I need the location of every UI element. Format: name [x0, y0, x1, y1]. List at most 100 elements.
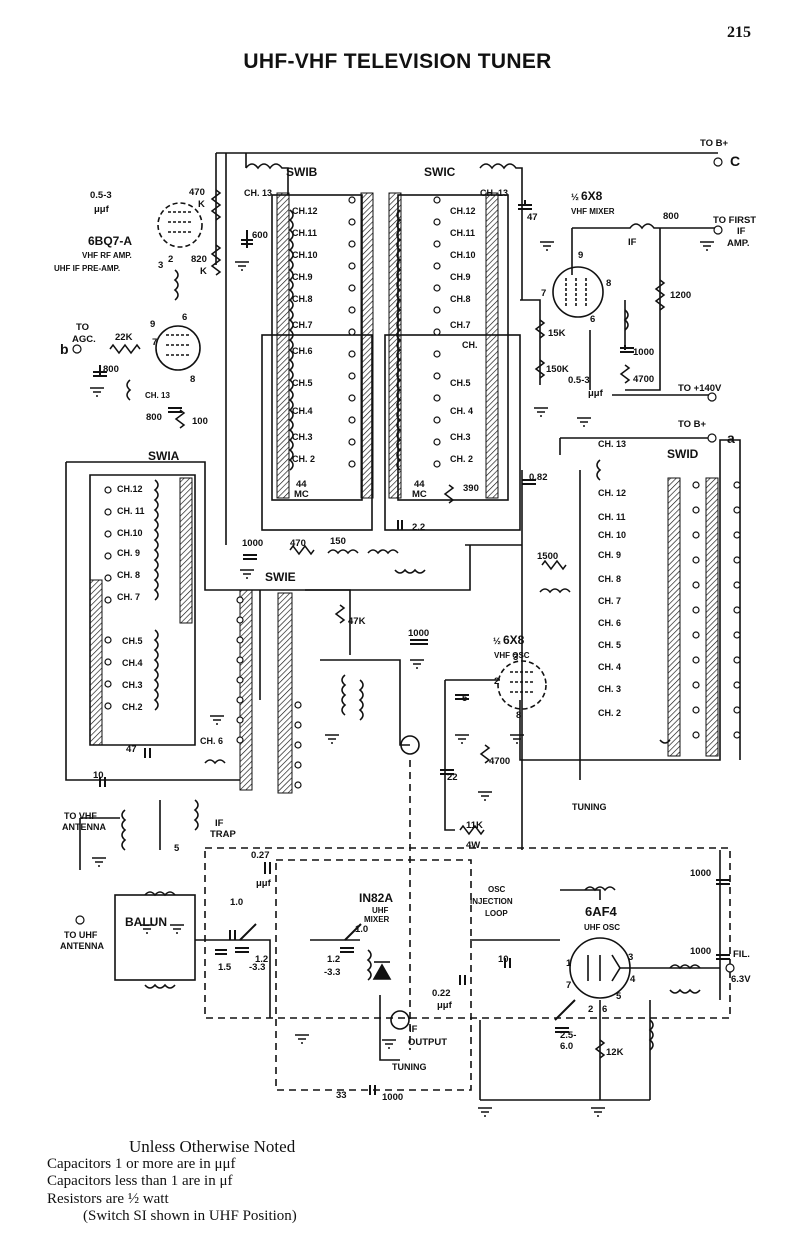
sw1c-channel-label: CH.7: [450, 320, 471, 330]
terminal-a-label: a: [727, 430, 735, 446]
pin-label: 4: [630, 974, 636, 985]
sw1a-channel-label: CH.4: [122, 658, 143, 668]
to-140v-label: TO +140V: [678, 383, 722, 394]
r390-label: 390: [463, 483, 479, 494]
notes-header: Unless Otherwise Noted: [129, 1137, 296, 1156]
pin-label: 6: [182, 312, 187, 323]
c12-label: 1.2: [255, 954, 268, 965]
sw1b-channel-label: CH.12: [292, 206, 318, 216]
sw1c-channel-label: CH.8: [450, 294, 471, 304]
to-first-if-label2: IF: [737, 226, 746, 237]
schematic-labels: TO B+ C SWIB SWIC CH. 13 CH. 13 0.5-3 μμ…: [54, 138, 756, 1103]
channel-labels: CH.12 CH.11 CH.10 CH.9 CH.8 CH.7 CH.6 CH…: [117, 206, 626, 718]
notes-line: Resistors are ½ watt: [47, 1190, 169, 1207]
sw1d-channel-label: CH. 9: [598, 550, 621, 560]
to-vhf-label1: TO VHF: [64, 811, 97, 821]
c022-label: 0.22: [432, 988, 451, 999]
c33b-label: 33: [336, 1090, 347, 1101]
sw1a-channel-label: CH.2: [122, 702, 143, 712]
sw1a-label: SWIA: [148, 449, 180, 463]
sw1c-channel-label: CH. 2: [450, 454, 473, 464]
uuf-osc-label: μμf: [588, 388, 604, 399]
c10-label: 10: [93, 770, 104, 781]
sw1c-channel-label: CH. 4: [450, 406, 473, 416]
pin-label: 5: [174, 843, 180, 854]
r15k-label: 15K: [548, 328, 566, 339]
sw1b-channel-label: CH.3: [292, 432, 313, 442]
c600-label: 600: [252, 230, 268, 241]
pin-label: 7: [152, 337, 157, 348]
sw1e-label: SWIE: [265, 570, 296, 584]
sw1a-channel-label: CH. 11: [117, 506, 145, 516]
k-label: K: [198, 199, 205, 210]
c10u-label: 1.0: [230, 897, 243, 908]
c5-label: 5: [462, 693, 468, 704]
to-b-plus-c-label: TO B+: [700, 138, 729, 149]
sw1d-channel-label: CH. 2: [598, 708, 621, 718]
pin-label: 1: [566, 958, 572, 969]
r11k-label: 11K: [466, 820, 483, 831]
c082-label: 0.82: [529, 472, 548, 483]
sw1d-channel-label: CH. 3: [598, 684, 621, 694]
c800-mixer-label: 800: [663, 211, 679, 222]
half-label: ½: [571, 192, 579, 203]
sw1b-label: SWIB: [286, 165, 318, 179]
tube1-label: 6BQ7-A: [88, 234, 132, 248]
c47-label: 47: [527, 212, 538, 223]
c22-label: 2.2: [412, 522, 425, 533]
uuf-label: μμf: [94, 204, 110, 215]
terminal-c-label: C: [730, 153, 740, 169]
to-first-if-label3: AMP.: [727, 238, 750, 249]
diode-label: IN82A: [359, 891, 393, 905]
sw1c-channel-label: CH.5: [450, 378, 471, 388]
coils: [121, 209, 701, 1051]
to-vhf-label2: ANTENNA: [62, 822, 106, 832]
sw1a-channel-label: CH.5: [122, 636, 143, 646]
resistors: [109, 189, 666, 1059]
c12b-label: 1.2: [327, 954, 340, 965]
c150-label: 150: [330, 536, 346, 547]
if-trap-label1: IF: [215, 818, 224, 829]
pin-label: 3: [513, 652, 518, 663]
sw1a-channel-label: CH. 9: [117, 548, 140, 558]
fil-label: FIL.: [733, 949, 750, 960]
diode-func1-label: UHF: [372, 906, 389, 915]
sw1c-channel-label: CH.12: [450, 206, 476, 216]
osc-injection-label1: OSC: [488, 885, 506, 894]
sw1c-label: SWIC: [424, 165, 456, 179]
r1500-label: 1500: [537, 551, 558, 562]
sw1d-channel-label: CH. 4: [598, 662, 621, 672]
uhf-osc-tube-label: 6AF4: [585, 904, 618, 919]
mc44-label-c: 44: [414, 479, 425, 490]
mc44-label-b: 44: [296, 479, 307, 490]
if-trap-label2: TRAP: [210, 829, 237, 840]
sw1b-channel-label: CH.11: [292, 228, 317, 238]
terminal-b-label: b: [60, 341, 69, 357]
pin-label: 8: [190, 374, 195, 385]
diode-func2-label: MIXER: [364, 915, 390, 924]
mixer-tube-label: 6X8: [581, 189, 603, 203]
osc-injection-label2: INJECTION: [470, 897, 513, 906]
sw1d-channel-label: CH. 7: [598, 596, 621, 606]
r4700-label: 4700: [633, 374, 654, 385]
r12k-label: 12K: [606, 1047, 624, 1058]
pin-label: 2: [494, 676, 499, 687]
pin-label: 9: [578, 250, 583, 261]
if-label-mixer: IF: [628, 237, 637, 248]
pin-label: 6: [602, 1004, 607, 1015]
k-label-2: K: [200, 266, 207, 277]
ch13-label-rf: CH. 13: [145, 391, 170, 400]
c1000b-label: 1000: [242, 538, 263, 549]
vacuum-tubes: [155, 202, 631, 999]
sw1d-label: SWID: [667, 447, 699, 461]
sw1d-channel-label: CH. 5: [598, 640, 621, 650]
sw1d-channel-label: CH. 11: [598, 512, 626, 522]
uuf-022-label: μμf: [437, 1000, 453, 1011]
r820k-label: 820: [191, 254, 207, 265]
sw1c-channel-label: CH.11: [450, 228, 475, 238]
to-uhf-label1: TO UHF: [64, 930, 98, 940]
pin-label: 6: [590, 314, 595, 325]
r22k-label: 22K: [115, 332, 133, 343]
notes-line: Capacitors 1 or more are in μμf: [47, 1155, 236, 1172]
